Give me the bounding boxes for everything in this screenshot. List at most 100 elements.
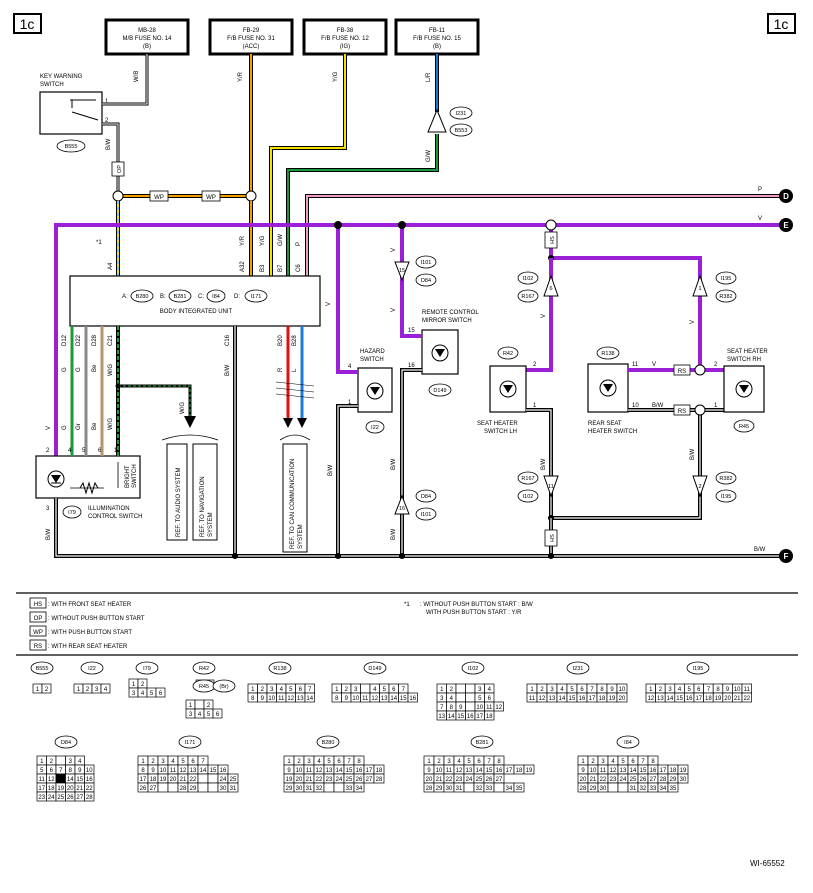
svg-text:2: 2 <box>105 118 109 124</box>
connector-pin-number: 13 <box>620 768 627 774</box>
svg-text:D84: D84 <box>421 494 431 500</box>
connector-pin-number: 15 <box>76 777 83 783</box>
connector-pin-number: 7 <box>402 687 406 693</box>
connector-label: I195 <box>693 666 704 672</box>
svg-text:V: V <box>690 320 696 324</box>
connector-pin-number: 21 <box>180 777 187 783</box>
connector-pin-number: 11 <box>446 768 453 774</box>
connector-label: B555 <box>36 666 49 672</box>
connector-pin-number: 24 <box>220 777 227 783</box>
connector-pin-number: 4 <box>317 759 321 765</box>
connector-pin-number: 9 <box>261 696 265 702</box>
svg-text:: WITHOUT PUSH BUTTON START :: : WITHOUT PUSH BUTTON START : B/W <box>420 602 533 608</box>
svg-text:REF. TO NAVIGATION: REF. TO NAVIGATION <box>200 476 206 537</box>
svg-text:1: 1 <box>698 286 701 292</box>
connector-pin <box>353 782 365 793</box>
svg-text:FB-29: FB-29 <box>243 28 260 34</box>
connector-pin-number: 4 <box>171 759 175 765</box>
svg-text:R167: R167 <box>521 476 534 482</box>
connector-pin-number: 17 <box>660 768 667 774</box>
connector-pin-number: 11 <box>39 777 46 783</box>
svg-text:Gr: Gr <box>76 423 82 430</box>
connector-pin-number: 13 <box>190 768 197 774</box>
connector-pin-number: 24 <box>620 777 627 783</box>
connector-pin-number: 32 <box>316 786 323 792</box>
svg-text:W/G: W/G <box>108 364 114 376</box>
svg-text:I102: I102 <box>523 276 534 282</box>
connector-pin-number: 4 <box>78 759 82 765</box>
connector-pin <box>207 782 219 793</box>
connector-pin-number: 28 <box>426 786 433 792</box>
connector-label: I22 <box>88 666 96 672</box>
connector-pin-number: 4 <box>280 687 284 693</box>
connector-pin-number: 23 <box>326 777 333 783</box>
connector-pin-number: 29 <box>436 786 443 792</box>
connector-pin-number: 11 <box>278 696 285 702</box>
svg-text:R42: R42 <box>503 351 513 357</box>
svg-text:2: 2 <box>46 448 50 454</box>
svg-text:D12: D12 <box>62 334 68 346</box>
connector-pin-number: 13 <box>438 714 445 720</box>
connector-pin-number: 19 <box>160 777 167 783</box>
connector-pin-number: 31 <box>230 786 237 792</box>
connector-pin-number: 10 <box>619 687 626 693</box>
connector-pin-number: 6 <box>392 687 396 693</box>
connector-pin-number: 16 <box>409 696 416 702</box>
key-warning-switch: KEY WARNING SWITCH 1 2 B555 <box>39 74 109 153</box>
svg-text:WP: WP <box>33 630 43 636</box>
fuse-mb28: MB-28 M/B FUSE NO. 14 (B) <box>104 18 190 56</box>
connector-pin-number: 9 <box>78 768 82 774</box>
svg-text:REAR SEAT: REAR SEAT <box>588 421 622 427</box>
connector-pin-number: 17 <box>589 696 596 702</box>
connector-pin-number: 14 <box>336 768 343 774</box>
connector-pin-number: 25 <box>346 777 353 783</box>
connector-pin-number: 13 <box>381 696 388 702</box>
connector-pin-number: 27 <box>150 786 157 792</box>
connector-pin-number: 27 <box>366 777 373 783</box>
connector-pin-number: 9 <box>459 705 463 711</box>
svg-text:W/G: W/G <box>180 402 186 414</box>
connector-pin-number: 2 <box>659 687 663 693</box>
connector-pin <box>523 764 535 775</box>
connector-pin-number: 8 <box>141 768 145 774</box>
connector-pin-number: 12 <box>180 768 187 774</box>
svg-text:R167: R167 <box>521 294 534 300</box>
connector-pin-number: 6 <box>191 759 195 765</box>
connector-pin-number: 22 <box>316 777 323 783</box>
connector-pin-number: 7 <box>590 687 594 693</box>
connector-pin-number: 4 <box>198 712 202 718</box>
svg-text:Be: Be <box>92 364 98 372</box>
svg-text:11: 11 <box>548 484 554 490</box>
connector-pin-number: 24 <box>48 795 55 801</box>
connector-pin <box>100 683 111 694</box>
connector-pin-number: 13 <box>326 768 333 774</box>
connector-pin-number: 31 <box>630 786 637 792</box>
connector-pin-number: 20 <box>170 777 177 783</box>
connector-pin-number: 6 <box>159 691 163 697</box>
svg-text:SYSTEM: SYSTEM <box>208 512 214 537</box>
connector-pin-number: 7 <box>347 759 351 765</box>
svg-text:B/W: B/W <box>46 528 52 540</box>
connector-pin-number: 14 <box>476 768 483 774</box>
connector-pin-number: 12 <box>316 768 323 774</box>
connector-pin-number: 33 <box>486 786 493 792</box>
connector-pin-number: 9 <box>151 768 155 774</box>
connector-pin-number: 5 <box>570 687 574 693</box>
svg-text:ILLUMINATION: ILLUMINATION <box>88 506 130 512</box>
connector-pin-number: 30 <box>220 786 227 792</box>
connector-pin-number: 15 <box>569 696 576 702</box>
connector-pin-number: 3 <box>668 687 672 693</box>
connector-pin <box>167 782 179 793</box>
connector-pin-number: 27 <box>496 777 503 783</box>
svg-text:V: V <box>652 362 656 368</box>
svg-text:MB-28: MB-28 <box>138 28 156 34</box>
connector-pin-number: 30 <box>680 777 687 783</box>
connector-pin-number: 4 <box>450 696 454 702</box>
svg-text:V: V <box>46 426 52 430</box>
connector-pin-number: 16 <box>86 777 93 783</box>
connector-pin-number: 3 <box>95 687 99 693</box>
connector-pin-number: 2 <box>207 703 211 709</box>
svg-text:RS: RS <box>678 409 686 415</box>
connector-pin-number: 12 <box>371 696 378 702</box>
